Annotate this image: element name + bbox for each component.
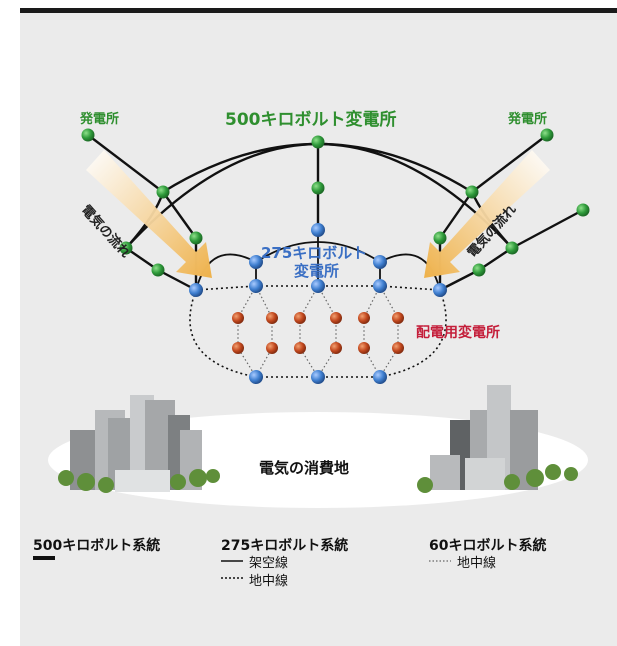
city-buildings-left (58, 395, 220, 493)
distribution-substation-nodes (232, 312, 404, 354)
transmission-275kv-underground (189, 285, 447, 378)
consumption-area-label: 電気の消費地 (259, 459, 350, 477)
distribution-60kv-underground (237, 285, 399, 378)
legend-275kv-overhead-label: 架空線 (249, 556, 289, 571)
substation-275kv-label-line2: 変電所 (294, 262, 340, 280)
substation-275kv-label-line1: 275キロボルト (261, 244, 368, 262)
legend-500kv-title: 500キロボルト系統 (33, 538, 161, 554)
legend-line-500kv (33, 556, 55, 560)
substation-500kv-nodes (81, 128, 590, 277)
substation-275kv-nodes (189, 223, 447, 384)
power-plant-label-left: 発電所 (80, 112, 120, 127)
diagram-panel (20, 13, 617, 646)
distribution-substation-label: 配電用変電所 (416, 325, 500, 341)
legend-60kv-title: 60キロボルト系統 (429, 538, 547, 554)
city-buildings-right (417, 385, 578, 493)
flow-arrow-left (86, 150, 212, 278)
substation-500kv-label: 500キロボルト変電所 (225, 110, 397, 130)
legend-60kv-underground-label: 地中線 (457, 556, 497, 571)
legend-275kv-title: 275キロボルト系統 (221, 538, 349, 554)
legend-275kv-underground-label: 地中線 (249, 574, 289, 589)
power-plant-label-right: 発電所 (508, 112, 548, 127)
top-rule (20, 8, 617, 13)
flow-arrow-right (424, 150, 550, 278)
